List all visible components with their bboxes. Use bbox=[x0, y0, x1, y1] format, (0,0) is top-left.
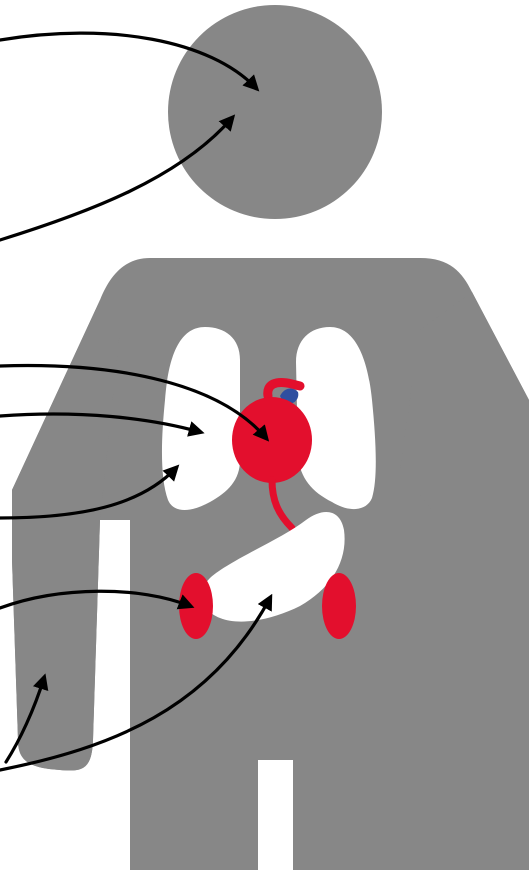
head bbox=[168, 5, 382, 219]
left-kidney bbox=[179, 573, 213, 639]
left-lung bbox=[162, 327, 240, 510]
heart-body bbox=[232, 397, 312, 483]
right-kidney bbox=[322, 573, 356, 639]
